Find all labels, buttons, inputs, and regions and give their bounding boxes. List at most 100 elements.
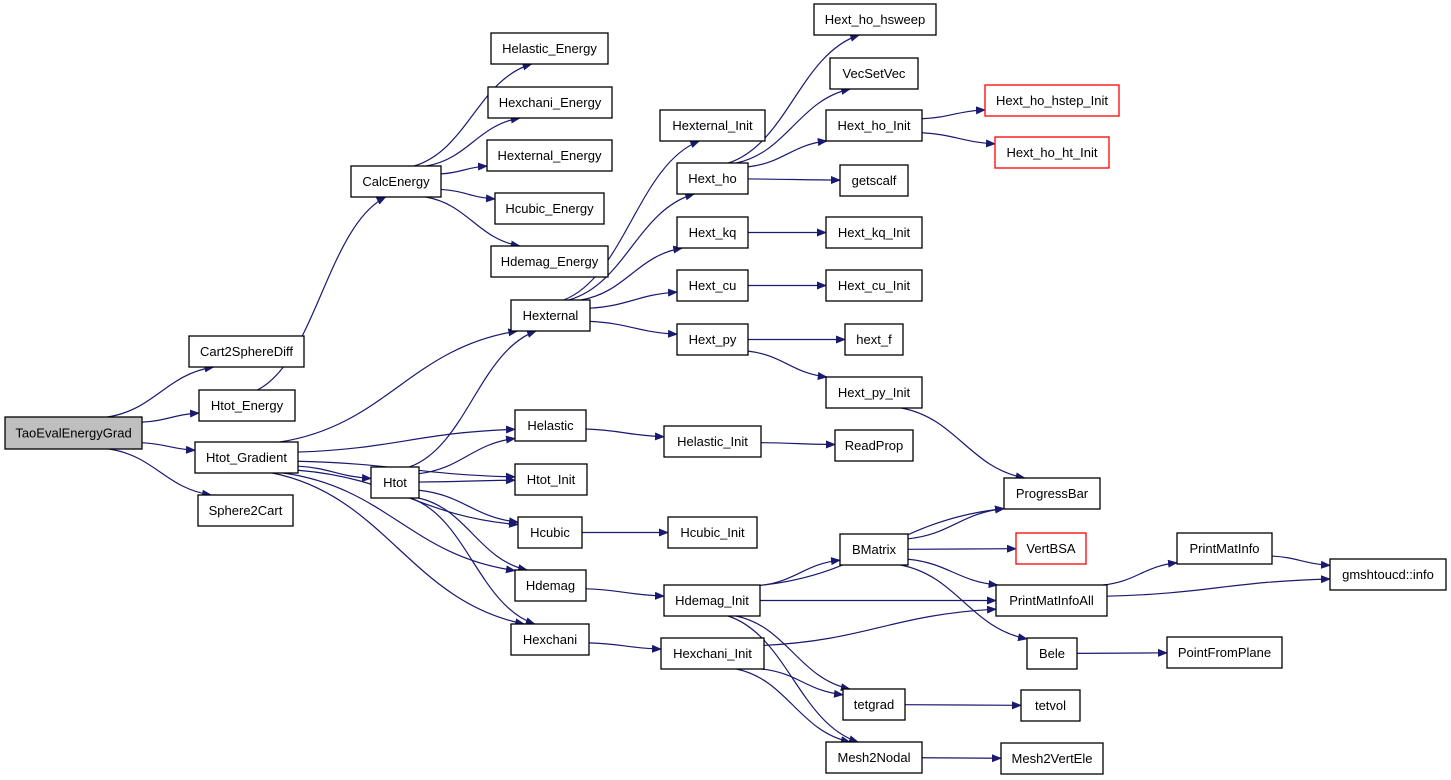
edge-hexternal-to-hext-ho [568,192,696,301]
node-hext-ho-hstep-init[interactable]: Hext_ho_hstep_Init [984,84,1120,117]
node-box [514,463,588,496]
node-hexchani-energy[interactable]: Hexchani_Energy [487,86,613,119]
node-htot-gradient[interactable]: Htot_Gradient [194,441,299,474]
node-box [813,3,937,36]
node-label: TaoEvalEnergyGrad [15,426,131,441]
node-printmatinfo[interactable]: PrintMatInfo [1176,532,1273,565]
node-label: Hcubic [530,525,570,540]
node-label: Hexchani [523,632,577,647]
node-hexternal[interactable]: Hexternal [510,299,591,332]
node-vertbsa[interactable]: VertBSA [1015,532,1087,565]
node-label: Hext_py [689,332,737,347]
edge-hexchani-init-to-printmatinfoall [763,605,997,647]
node-hext-cu[interactable]: Hext_cu [676,269,749,302]
node-hext-kq[interactable]: Hext_kq [676,216,749,249]
node-taoevalenergygrad[interactable]: TaoEvalEnergyGrad [4,416,143,450]
node-box [1026,637,1078,670]
node-calcenergy[interactable]: CalcEnergy [350,165,442,198]
node-box [825,376,923,409]
edge-htot-energy-to-calcenergy [257,196,387,391]
node-box [659,109,766,142]
node-hext-ho-hsweep[interactable]: Hext_ho_hsweep [813,3,937,36]
node-box [1020,689,1081,722]
node-hcubic[interactable]: Hcubic [517,516,583,549]
node-helastic-init[interactable]: Helastic_Init [663,425,762,458]
node-hcubic-energy[interactable]: Hcubic_Energy [494,192,605,225]
node-box [517,516,583,549]
edge-hdemag-init-to-bmatrix [759,557,841,586]
edge-htot-gradient-to-hdemag [283,472,516,574]
node-box [994,136,1110,169]
node-sphere2cart[interactable]: Sphere2Cart [197,494,294,527]
node-cart2spherediff[interactable]: Cart2SphereDiff [188,335,305,368]
node-gmshtoucd-info[interactable]: gmshtoucd::info [1329,558,1447,591]
node-helastic[interactable]: Helastic [514,409,587,442]
node-bmatrix[interactable]: BMatrix [839,533,909,566]
edge-printmatinfo-to-gmshtoucd-info [1271,555,1331,569]
node-label: Htot_Gradient [206,450,287,465]
node-hext-cu-init[interactable]: Hext_cu_Init [825,269,923,302]
node-label: Hext_cu_Init [838,278,911,293]
node-label: tetvol [1035,698,1066,713]
node-label: Hexchani_Init [673,646,752,661]
node-helastic-energy[interactable]: Helastic_Energy [490,32,609,65]
node-tetgrad[interactable]: tetgrad [842,688,906,721]
node-label: PointFromPlane [1178,645,1271,660]
edge-hexternal-to-hext-kq [580,245,684,301]
node-hext-kq-init[interactable]: Hext_kq_Init [825,216,923,249]
node-hext-ho-init[interactable]: Hext_ho_Init [825,109,923,142]
node-progressbar[interactable]: ProgressBar [1003,477,1101,510]
node-hext-ho[interactable]: Hext_ho [676,162,749,195]
edge-htot-to-hexchani [410,497,536,625]
edge-bmatrix-to-vertbsa [907,544,1017,553]
node-label: CalcEnergy [362,174,430,189]
node-tetvol[interactable]: tetvol [1020,689,1081,722]
node-hexternal-energy[interactable]: Hexternal_Energy [486,139,613,172]
node-box [1003,477,1101,510]
node-vecsetvec[interactable]: VecSetVec [829,57,919,90]
node-label: Hexternal_Init [672,118,753,133]
node-label: Hcubic_Init [680,525,745,540]
node-htot-init[interactable]: Htot_Init [514,463,588,496]
node-label: Htot_Energy [211,398,284,413]
edge-helastic-to-helastic-init [585,428,665,441]
edge-calcenergy-to-hdemag-energy [425,196,521,249]
node-hexchani[interactable]: Hexchani [510,623,590,656]
node-hext-ho-ht-init[interactable]: Hext_ho_ht_Init [994,136,1110,169]
node-hdemag-energy[interactable]: Hdemag_Energy [490,245,609,278]
node-box [487,86,613,119]
edge-hexternal-to-hexternal-init [563,140,701,301]
node-readprop[interactable]: ReadProp [834,429,914,462]
node-bele[interactable]: Bele [1026,637,1078,670]
node-label: Hexternal [523,308,579,323]
node-hext-f[interactable]: hext_f [844,323,904,356]
node-hexternal-init[interactable]: Hexternal_Init [659,109,766,142]
node-label: Hext_py_Init [838,385,911,400]
node-box [197,494,294,527]
node-label: Helastic_Init [677,434,748,449]
node-label: Hexternal_Energy [497,148,602,163]
node-htot[interactable]: Htot [370,466,420,499]
edge-bele-to-pointfromplane [1076,648,1168,657]
node-label: Hdemag [526,578,575,593]
node-mesh2vertele[interactable]: Mesh2VertEle [1000,742,1104,775]
node-label: ProgressBar [1016,486,1089,501]
node-hexchani-init[interactable]: Hexchani_Init [660,637,765,670]
edge-printmatinfoall-to-gmshtoucd-info [1106,575,1331,597]
node-hext-py[interactable]: Hext_py [676,323,749,356]
node-box [842,688,906,721]
edge-taoevalenergygrad-to-htot-gradient [141,442,196,454]
node-box [834,429,914,462]
node-label: Mesh2Nodal [838,750,911,765]
edge-hext-py-init-to-progressbar [901,407,1026,481]
node-pointfromplane[interactable]: PointFromPlane [1166,636,1283,669]
node-printmatinfoall[interactable]: PrintMatInfoAll [995,584,1108,617]
node-getscalf[interactable]: getscalf [839,164,909,197]
node-mesh2nodal[interactable]: Mesh2Nodal [825,741,923,774]
node-hext-py-init[interactable]: Hext_py_Init [825,376,923,409]
node-hcubic-init[interactable]: Hcubic_Init [667,516,758,549]
node-hdemag[interactable]: Hdemag [514,569,587,602]
node-htot-energy[interactable]: Htot_Energy [198,389,296,422]
node-label: Helastic [527,418,574,433]
node-hdemag-init[interactable]: Hdemag_Init [663,584,761,617]
